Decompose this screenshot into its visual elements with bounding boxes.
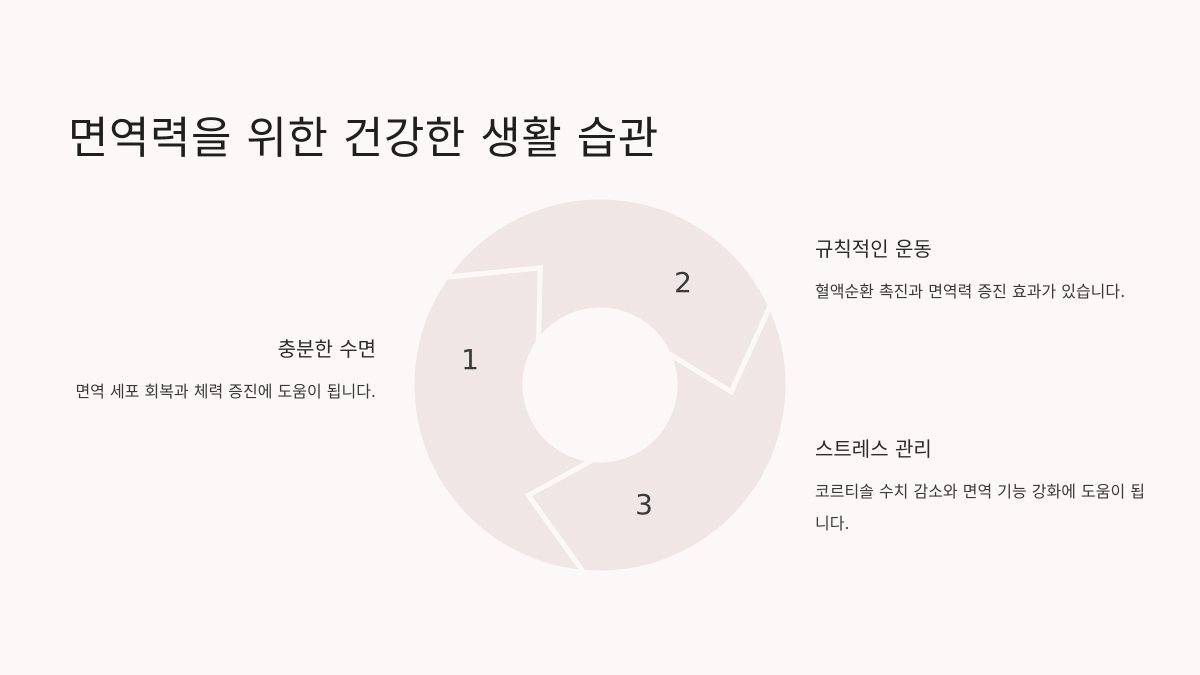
- step-2-title: 규칙적인 운동: [815, 237, 932, 261]
- cycle-segment-3: [524, 299, 790, 575]
- step-1-text: 충분한 수면 면역 세포 회복과 체력 증진에 도움이 됩니다.: [60, 333, 376, 408]
- page-title: 면역력을 위한 건강한 생활 습관: [68, 113, 659, 164]
- step-3-description: 코르티솔 수치 감소와 면역 기능 강화에 도움이 됩니다.: [815, 482, 1146, 533]
- step-number-2: 2: [674, 266, 692, 299]
- step-3-title: 스트레스 관리: [815, 437, 932, 461]
- step-number-3: 3: [635, 488, 653, 521]
- cycle-segment-2: [440, 195, 774, 396]
- step-2-text: 규칙적인 운동 혈액순환 촉진과 면역력 증진 효과가 있습니다.: [815, 233, 1145, 308]
- step-1-title: 충분한 수면: [277, 337, 376, 361]
- cycle-diagram-svg: 1 2 3: [410, 195, 790, 575]
- cycle-diagram: 1 2 3: [410, 195, 790, 575]
- cycle-segment-1: [410, 265, 602, 575]
- step-3-text: 스트레스 관리 코르티솔 수치 감소와 면역 기능 강화에 도움이 됩니다.: [815, 433, 1145, 540]
- step-number-1: 1: [461, 343, 479, 376]
- step-1-description: 면역 세포 회복과 체력 증진에 도움이 됩니다.: [75, 382, 376, 401]
- step-2-description: 혈액순환 촉진과 면역력 증진 효과가 있습니다.: [815, 282, 1126, 301]
